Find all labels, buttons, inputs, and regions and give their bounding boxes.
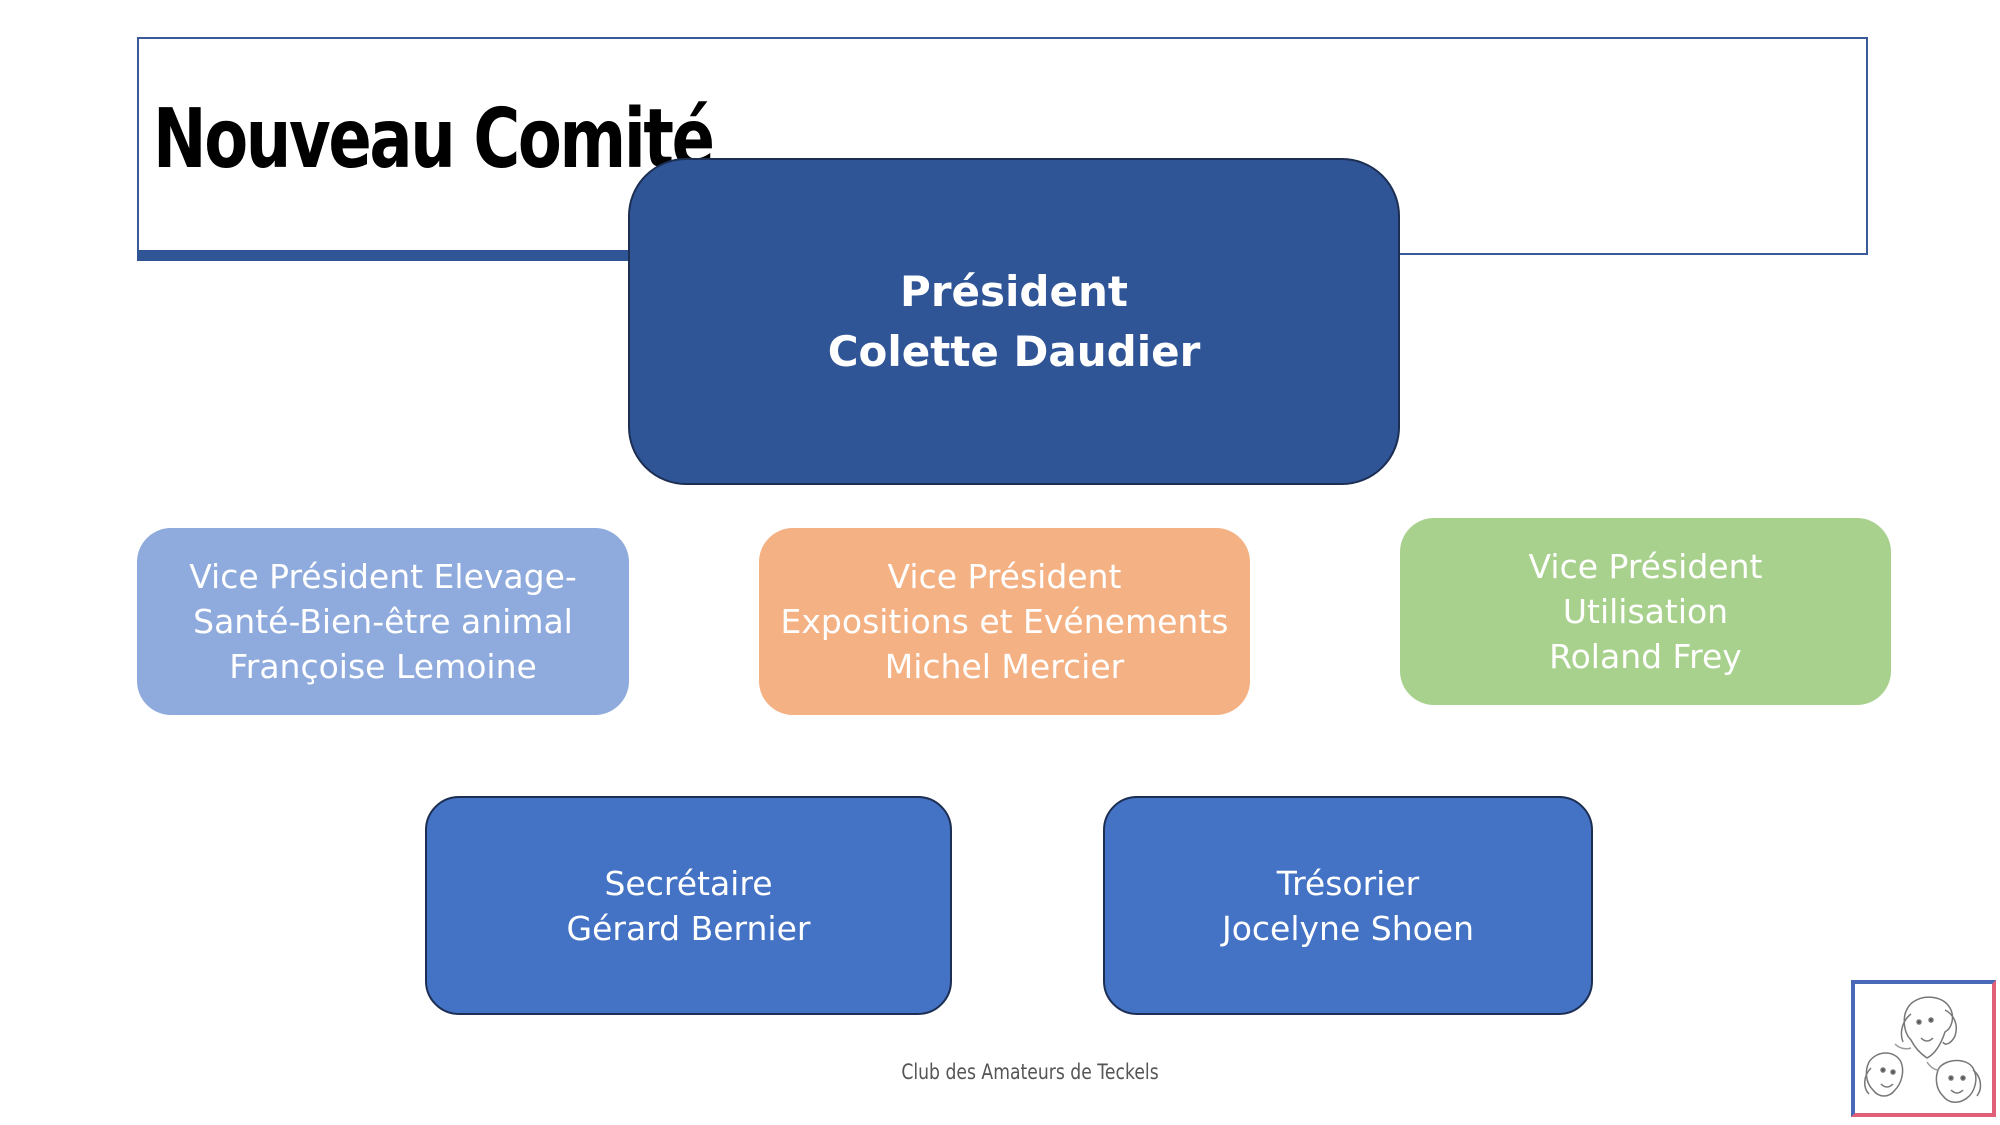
tresorier-role: Trésorier bbox=[1276, 863, 1420, 903]
tresorier-box: Trésorier Jocelyne Shoen bbox=[1103, 796, 1593, 1015]
secretaire-box: Secrétaire Gérard Bernier bbox=[425, 796, 952, 1015]
vp-elevage-line-2: Santé-Bien-être animal bbox=[193, 602, 573, 641]
dachshund-logo-icon bbox=[1851, 980, 1996, 1117]
title-underline bbox=[137, 250, 637, 261]
president-role: Président bbox=[900, 267, 1128, 316]
vp-utilisation-line-3: Roland Frey bbox=[1549, 637, 1742, 676]
vp-elevage-box: Vice Président Elevage- Santé-Bien-être … bbox=[137, 528, 629, 715]
president-box: Président Colette Daudier bbox=[628, 158, 1400, 485]
tresorier-name: Jocelyne Shoen bbox=[1221, 908, 1475, 948]
vp-expositions-box: Vice Président Expositions et Evénements… bbox=[759, 528, 1250, 715]
dachshund-sketch-icon bbox=[1864, 996, 1982, 1103]
vp-utilisation-box: Vice Président Utilisation Roland Frey bbox=[1400, 518, 1891, 705]
secretaire-role: Secrétaire bbox=[604, 863, 773, 903]
president-name: Colette Daudier bbox=[827, 327, 1201, 376]
vp-utilisation-line-2: Utilisation bbox=[1562, 592, 1729, 631]
vp-elevage-line-1: Vice Président Elevage- bbox=[189, 557, 577, 596]
vp-utilisation-line-1: Vice Président bbox=[1528, 547, 1763, 586]
vp-expositions-line-2: Expositions et Evénements bbox=[780, 602, 1229, 641]
footer-club-name: Club des Amateurs de Teckels bbox=[901, 1060, 1159, 1084]
vp-expositions-line-1: Vice Président bbox=[887, 557, 1122, 596]
vp-elevage-line-3: Françoise Lemoine bbox=[229, 647, 537, 686]
page-title: Nouveau Comité bbox=[153, 92, 715, 187]
vp-expositions-line-3: Michel Mercier bbox=[884, 647, 1125, 686]
secretaire-name: Gérard Bernier bbox=[566, 908, 811, 948]
